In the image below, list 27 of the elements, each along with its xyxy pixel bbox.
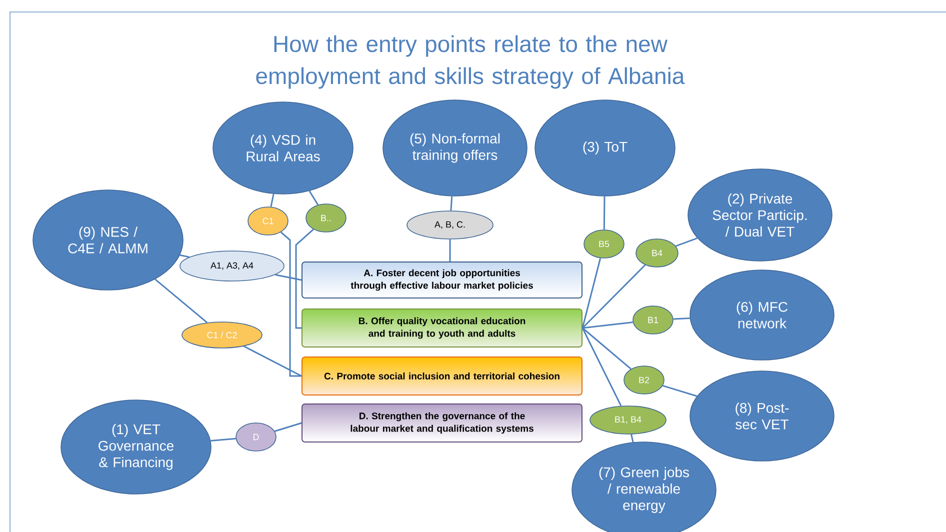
connector-line: [180, 254, 190, 258]
connector-line: [676, 237, 698, 247]
connector-line: [270, 194, 274, 207]
connector-line: [603, 196, 606, 230]
connector-line: [582, 258, 602, 328]
connector-line: [308, 190, 319, 206]
objective-box: A. Foster decent job opportunities through effective labour market policies: [302, 262, 582, 298]
connector-line: [582, 322, 633, 329]
title: How the entry points relate to the new employment and skills strategy of Albania: [256, 35, 685, 89]
connector-line: [210, 438, 236, 442]
objective-box: C. Promote social inclusion and territorial cohesion: [302, 356, 582, 396]
connector-line: [582, 264, 646, 329]
connector-line: [280, 232, 302, 377]
objective-box: B. Offer quality vocational education and training to youth and adults: [302, 308, 582, 348]
connector-line: [449, 239, 451, 262]
connector-line: [274, 422, 302, 432]
connector-line: [275, 274, 302, 281]
objective-box: D. Strengthen the governance of the labour market and qualification systems: [302, 404, 582, 442]
connector-line: [244, 346, 302, 377]
connector-line: [582, 328, 622, 406]
connector-line: [450, 196, 453, 211]
connector-line: [582, 327, 632, 370]
connector-line: [295, 228, 314, 329]
connector-line: [630, 434, 634, 442]
connector-line: [154, 278, 208, 324]
connector-line: [673, 318, 690, 320]
connector-line: [662, 384, 698, 397]
